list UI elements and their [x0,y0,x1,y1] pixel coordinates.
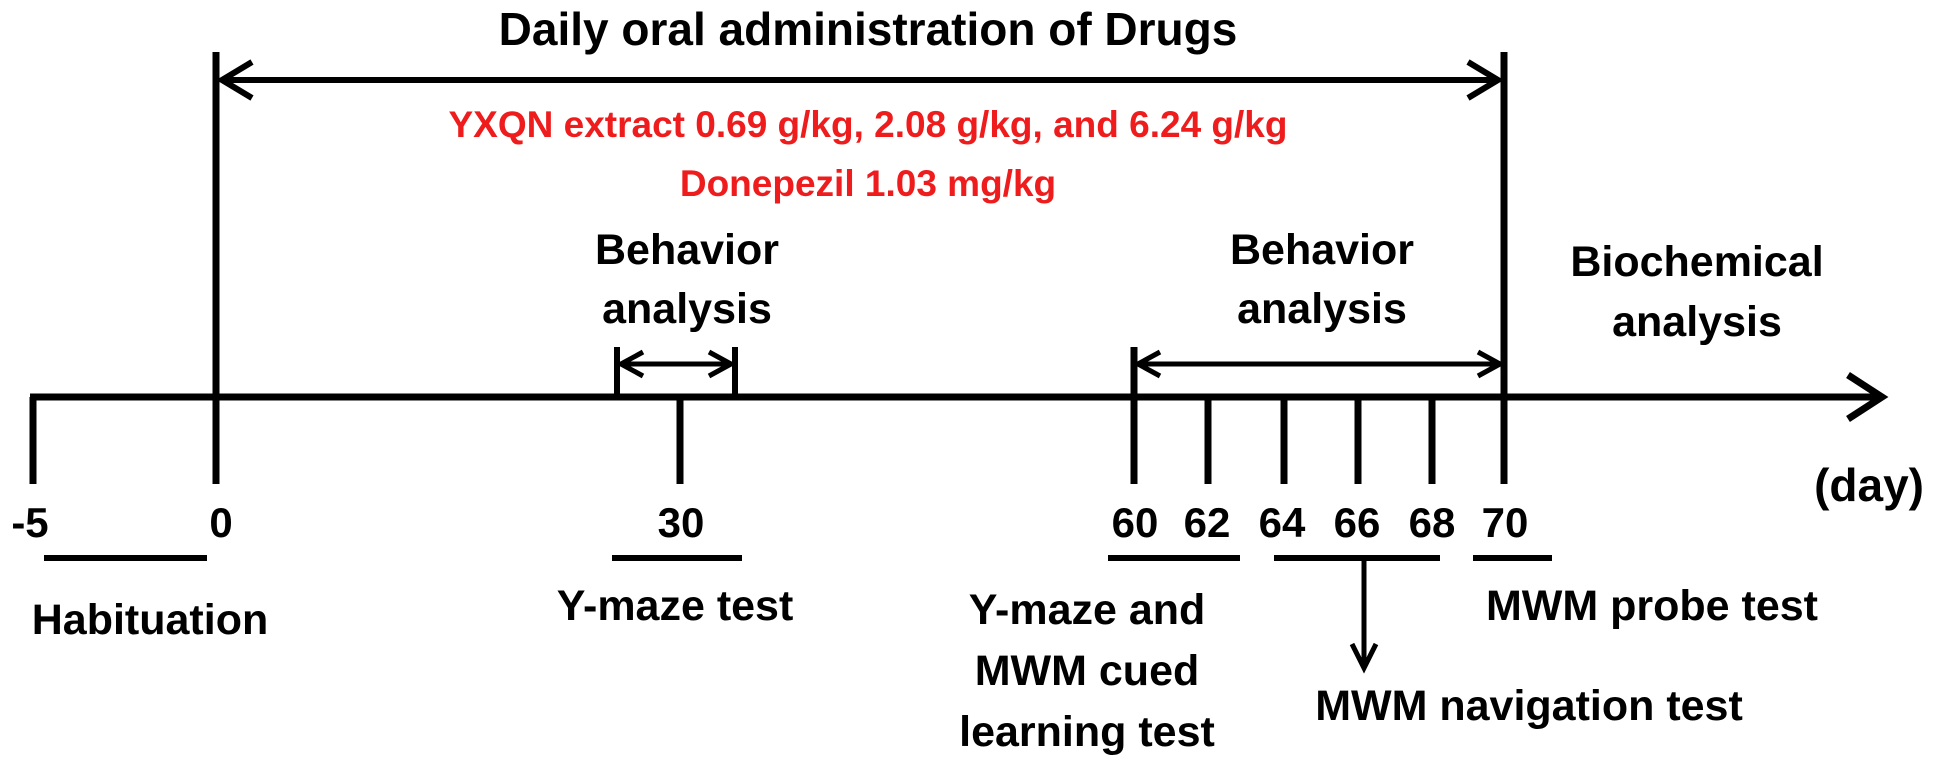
behavior-1-arrow-left [615,349,645,379]
tick-label-0: 0 [209,499,232,546]
drug-span-arrow-left [216,59,254,101]
drug-span-arrow-right [1466,59,1504,101]
diagram-title: Daily oral administration of Drugs [499,3,1238,55]
ymaze-mwm-label-line-2: MWM cued [975,647,1200,695]
mwm-probe-label: MWM probe test [1486,582,1818,630]
behavior-2-arrow-right [1476,349,1506,379]
behavior-label-1-line-1: Behavior [595,226,779,274]
tick-label-70: 70 [1482,499,1529,546]
behavior-1-arrow-right [707,349,737,379]
axis-unit-label: (day) [1814,459,1924,511]
timeline-arrow-head [1846,372,1889,422]
behavior-label-1-line-2: analysis [602,285,772,333]
biochemical-label-line-2: analysis [1612,298,1782,346]
behavior-label-2-line-1: Behavior [1230,226,1414,274]
mwm-navigation-arrow-head [1349,642,1379,674]
ymaze-mwm-label-line-1: Y-maze and [969,586,1206,634]
habituation-label: Habituation [32,596,268,644]
ymaze-mwm-label-line-3: learning test [959,708,1215,756]
ymaze-label: Y-maze test [557,582,794,630]
tick-label-60: 60 [1112,499,1159,546]
dose-text-yxqn: YXQN extract 0.69 g/kg, 2.08 g/kg, and 6… [448,104,1287,145]
mwm-navigation-label: MWM navigation test [1315,682,1743,730]
tick-label-30: 30 [658,499,705,546]
biochemical-label-line-1: Biochemical [1570,238,1823,286]
behavior-label-2-line-2: analysis [1237,285,1407,333]
tick-label-66: 66 [1334,499,1381,546]
tick-label-68: 68 [1409,499,1456,546]
behavior-2-arrow-left [1132,349,1162,379]
tick-label-minus5: -5 [11,499,48,546]
tick-label-62: 62 [1184,499,1231,546]
dose-text-donepezil: Donepezil 1.03 mg/kg [680,163,1056,204]
tick-label-64: 64 [1259,499,1306,546]
